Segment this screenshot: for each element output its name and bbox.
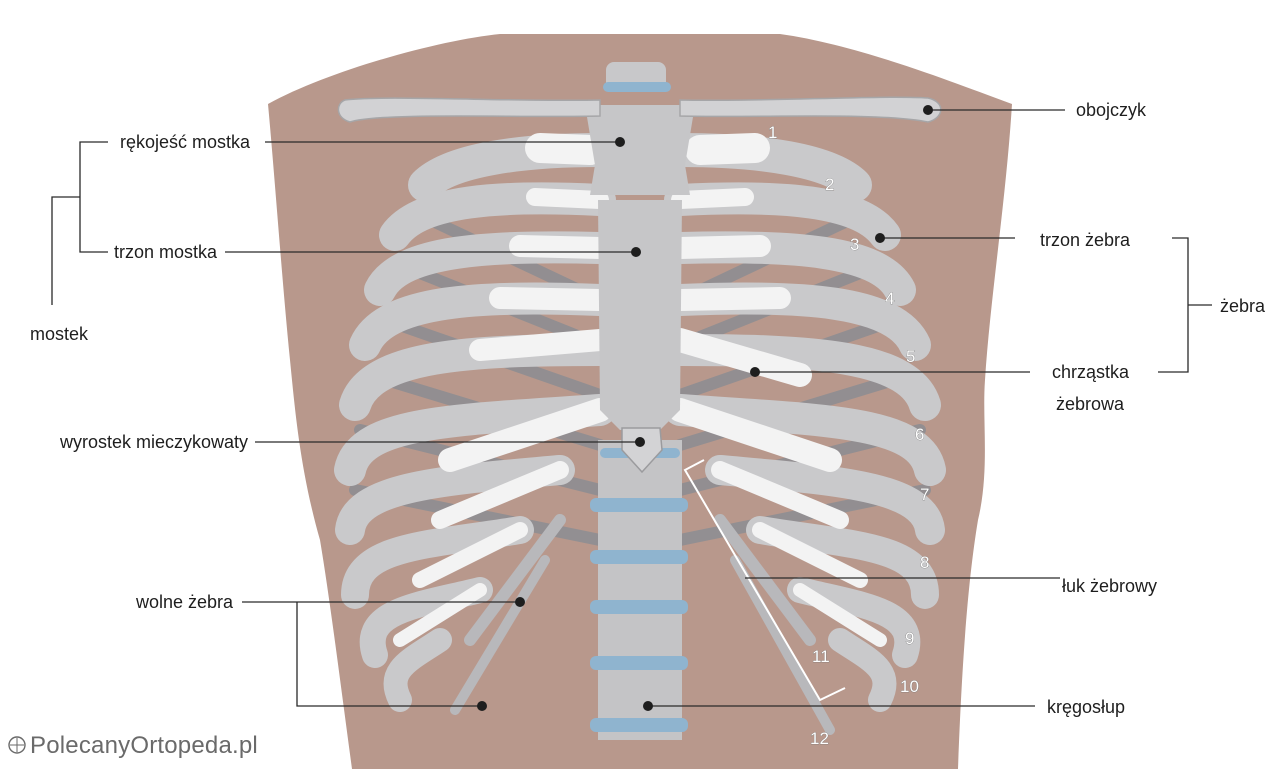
spine [590, 62, 688, 740]
manubrium [585, 105, 695, 195]
label-obojczyk: obojczyk [1076, 100, 1147, 120]
rib-number-8: 8 [920, 553, 929, 572]
label-trzon-zebra: trzon żebra [1040, 230, 1131, 250]
costal-cartilage [393, 133, 887, 647]
label-luk-zebrowy: łuk żebrowy [1062, 576, 1157, 596]
rib-number-6: 6 [915, 425, 924, 444]
rib-number-7: 7 [920, 485, 929, 504]
costal-arch-bracket [683, 459, 846, 702]
labels: obojczyk rękojeść mostka trzon mostka mo… [30, 100, 1266, 717]
label-wyrostek-mieczykowaty: wyrostek mieczykowaty [59, 432, 248, 452]
leader-lines [51, 105, 1212, 711]
label-zebra: żebra [1220, 296, 1266, 316]
label-chrzastka-line2: żebrowa [1056, 394, 1125, 414]
rib-number-1: 1 [768, 123, 777, 142]
rib-number-2: 2 [825, 175, 834, 194]
rib-number-4: 4 [885, 289, 894, 308]
left-clavicle [337, 97, 601, 123]
rib-number-10: 10 [900, 677, 919, 696]
label-wolne-zebra: wolne żebra [135, 592, 234, 612]
rib-number-3: 3 [850, 235, 859, 254]
label-trzon-mostka: trzon mostka [114, 242, 218, 262]
rib-numbers: 1 2 3 4 5 6 7 8 9 10 11 12 [768, 123, 930, 749]
rib-number-5: 5 [906, 347, 915, 366]
sternum [585, 105, 695, 474]
label-mostek: mostek [30, 324, 89, 344]
clavicles [337, 96, 942, 123]
xiphoid-process [621, 427, 663, 474]
right-clavicle [679, 96, 942, 123]
label-kregoslup: kręgosłup [1047, 697, 1125, 717]
watermark-text: PolecanyOrtopeda.pl [30, 732, 258, 759]
logo-icon [8, 736, 26, 754]
rib-number-12: 12 [810, 729, 829, 748]
watermark: PolecanyOrtopeda.pl [6, 732, 258, 760]
rib-number-11: 11 [812, 647, 830, 666]
sternum-body [598, 200, 682, 430]
label-chrzastka-line1: chrząstka [1052, 362, 1130, 382]
rib-number-9: 9 [905, 629, 914, 648]
label-rekojesc-mostka: rękojeść mostka [120, 132, 251, 152]
